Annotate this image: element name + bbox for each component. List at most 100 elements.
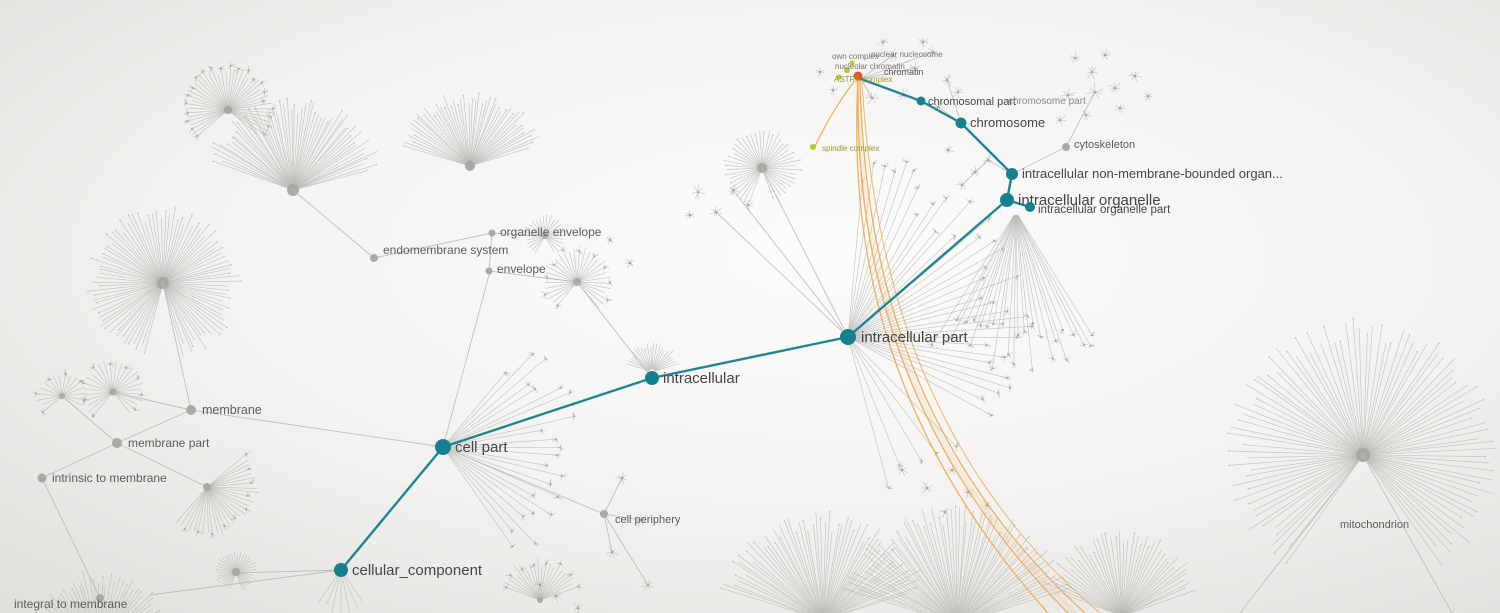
leaf-star-cluster (1100, 49, 1111, 60)
leaf-star-cluster (941, 73, 952, 87)
graph-label: nucleolar chromatin (835, 62, 905, 71)
term-node-gray[interactable] (37, 473, 47, 483)
term-node-intracellular_organelle[interactable] (1000, 193, 1014, 207)
cluster-hub-node[interactable] (465, 161, 475, 171)
term-node-gray[interactable] (1062, 143, 1070, 151)
gray-edge (732, 189, 849, 338)
leaf-star-cluster (625, 258, 634, 268)
highlight-node[interactable] (849, 60, 855, 66)
graph-label: endomembrane system (383, 243, 508, 257)
fan-cluster (523, 214, 565, 253)
term-node-gray[interactable] (370, 254, 378, 262)
leaf-star-cluster (983, 153, 993, 165)
leaf-star-cluster (970, 166, 979, 176)
highlighted-path-edge (339, 445, 445, 572)
fan-cluster (1227, 317, 1497, 566)
graph-label: organelle envelope (500, 225, 602, 239)
gray-edge (1362, 454, 1453, 613)
orange-edge (855, 79, 1077, 613)
leaf-star-cluster (939, 508, 949, 518)
graph-label: chromatin (884, 67, 924, 77)
gray-edge (190, 409, 444, 448)
leaf-star-cluster (887, 48, 899, 62)
term-label-chromosome: chromosome (970, 115, 1045, 130)
term-node-chromosomal_part[interactable] (916, 96, 926, 106)
leaf-star-cluster (1144, 92, 1153, 102)
fan-cluster (927, 214, 1096, 373)
leaf-star-cluster (917, 37, 929, 48)
graph-label: nuclear nucleosome (871, 50, 943, 59)
highlight-node[interactable] (836, 74, 842, 80)
gray-edge (116, 409, 192, 444)
graph-label: intrinsic to membrane (52, 471, 167, 485)
leaf-star-cluster (1086, 66, 1098, 80)
leaf-star-cluster (1060, 89, 1076, 102)
gray-edge (1011, 146, 1067, 175)
leaf-star-cluster (743, 199, 753, 211)
fan-cluster (1043, 531, 1197, 613)
leaf-star-cluster (691, 184, 706, 200)
term-node-intracellular[interactable] (645, 371, 659, 385)
leaf-star-cluster (933, 101, 945, 113)
gray-edge (162, 282, 192, 411)
term-node-intracellular_part[interactable] (840, 329, 856, 345)
term-node-intracellular_organelle_part[interactable] (1025, 202, 1035, 212)
leaf-star-cluster (573, 603, 583, 612)
leaf-star-cluster (897, 464, 908, 476)
gray-edge (373, 232, 493, 259)
highlighted-path-edge (846, 198, 1009, 339)
term-node-cell_part[interactable] (435, 439, 451, 455)
highlight-node[interactable] (810, 144, 816, 150)
term-node-gray[interactable] (600, 510, 608, 518)
cluster-hub-node[interactable] (537, 597, 543, 603)
graph-label: membrane part (128, 436, 210, 450)
graph-label: ASTRA complex (834, 75, 892, 84)
leaf-star-cluster (877, 37, 888, 48)
fan-cluster (444, 351, 580, 549)
cluster-hub-node[interactable] (224, 106, 232, 114)
leaf-star-cluster (815, 67, 825, 78)
leaf-star-cluster (641, 579, 655, 592)
term-node-gray[interactable] (485, 267, 493, 275)
gray-edge (112, 391, 192, 411)
orange-edge (861, 81, 1101, 613)
cluster-hub-node[interactable] (232, 568, 240, 576)
fan-cluster (210, 97, 378, 196)
gray-edge (603, 477, 623, 515)
term-node-chromosome[interactable] (955, 117, 967, 129)
fan-cluster (79, 359, 145, 420)
term-node-gray[interactable] (112, 438, 122, 448)
orange-edge (856, 79, 1049, 613)
term-node-gray[interactable] (488, 229, 496, 237)
graph-label: chromosome part (1008, 96, 1086, 107)
leaf-star-cluster (1108, 82, 1120, 93)
fan-cluster (318, 572, 364, 613)
term-label-intracellular_part: intracellular part (861, 329, 969, 346)
gray-edge (61, 395, 118, 444)
gray-edge (860, 54, 894, 80)
graph-label: membrane (202, 403, 262, 417)
gray-edge (488, 232, 493, 272)
term-node-gray[interactable] (96, 594, 104, 602)
gray-edge (576, 281, 653, 379)
gray-edge (603, 513, 642, 521)
gray-edge (603, 513, 613, 553)
highlight-node[interactable] (853, 71, 863, 81)
highlight-node[interactable] (844, 67, 850, 73)
fan-cluster (175, 450, 259, 539)
graph-label: cytoskeleton (1074, 139, 1135, 151)
fan-cluster (541, 245, 614, 310)
gray-edge (491, 232, 546, 237)
term-label-cellular_component: cellular_component (352, 562, 483, 579)
term-label-non_membrane_organelle: intracellular non-membrane-bounded organ… (1022, 166, 1283, 181)
term-node-cellular_component[interactable] (334, 563, 348, 577)
highlighted-path-edge (959, 121, 1014, 176)
gray-edge (1239, 454, 1364, 613)
leaf-star-cluster (606, 236, 614, 244)
leaf-star-cluster (1128, 71, 1143, 83)
term-node-non_membrane_organelle[interactable] (1006, 168, 1018, 180)
graph-label: mitochondrion (1340, 519, 1409, 531)
term-node-gray[interactable] (186, 405, 196, 415)
